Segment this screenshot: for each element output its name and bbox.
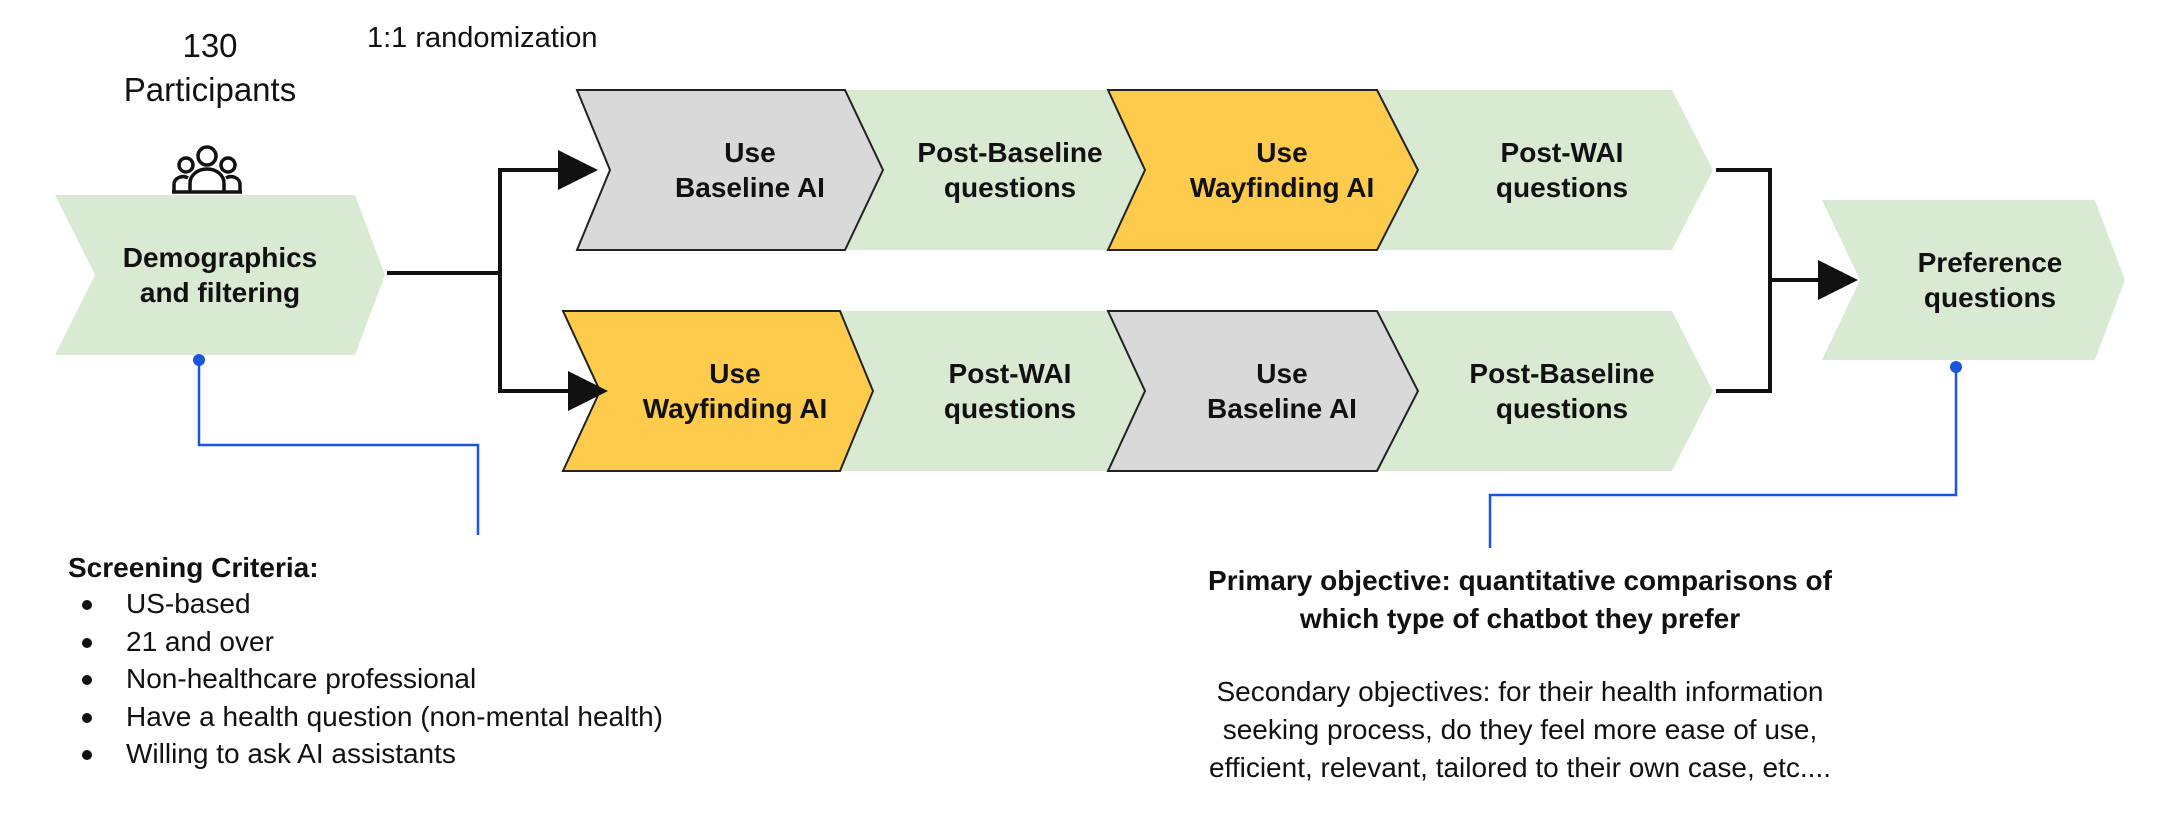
participants-count: 130 xyxy=(182,27,238,64)
post-wai-chevron-top xyxy=(1365,90,1713,250)
list-item: US-based xyxy=(76,585,663,623)
split-connector xyxy=(387,170,502,391)
list-item: Non-healthcare professional xyxy=(76,660,663,698)
merge-connector xyxy=(1716,168,1805,393)
screening-criteria-title: Screening Criteria: xyxy=(68,552,319,583)
screening-criteria-list: US-based 21 and over Non-healthcare prof… xyxy=(76,585,663,773)
secondary-objectives: Secondary objectives: for their health i… xyxy=(1208,676,1832,783)
group-people-icon xyxy=(172,145,242,194)
list-item: 21 and over xyxy=(76,623,663,661)
use-baseline-ai-chevron-bottom xyxy=(1106,310,1420,472)
randomization-label: 1:1 randomization xyxy=(367,22,598,54)
preference-chevron xyxy=(1822,200,2125,360)
post-baseline-chevron-bottom xyxy=(1365,311,1713,471)
demographics-chevron xyxy=(55,195,385,355)
objective-connector-line xyxy=(1488,367,1958,548)
participants-label: Participants xyxy=(123,71,297,108)
list-item: Willing to ask AI assistants xyxy=(76,735,663,773)
post-baseline-chevron-top xyxy=(845,90,1160,250)
use-baseline-ai-chevron-top xyxy=(575,89,885,251)
post-wai-chevron-bottom xyxy=(840,311,1160,471)
screening-connector-line xyxy=(197,360,480,535)
use-wayfinding-ai-chevron-top xyxy=(1106,89,1420,251)
list-item: Have a health question (non-mental healt… xyxy=(76,698,663,736)
primary-objective: Primary objective: quantitative comparis… xyxy=(1208,565,1832,634)
